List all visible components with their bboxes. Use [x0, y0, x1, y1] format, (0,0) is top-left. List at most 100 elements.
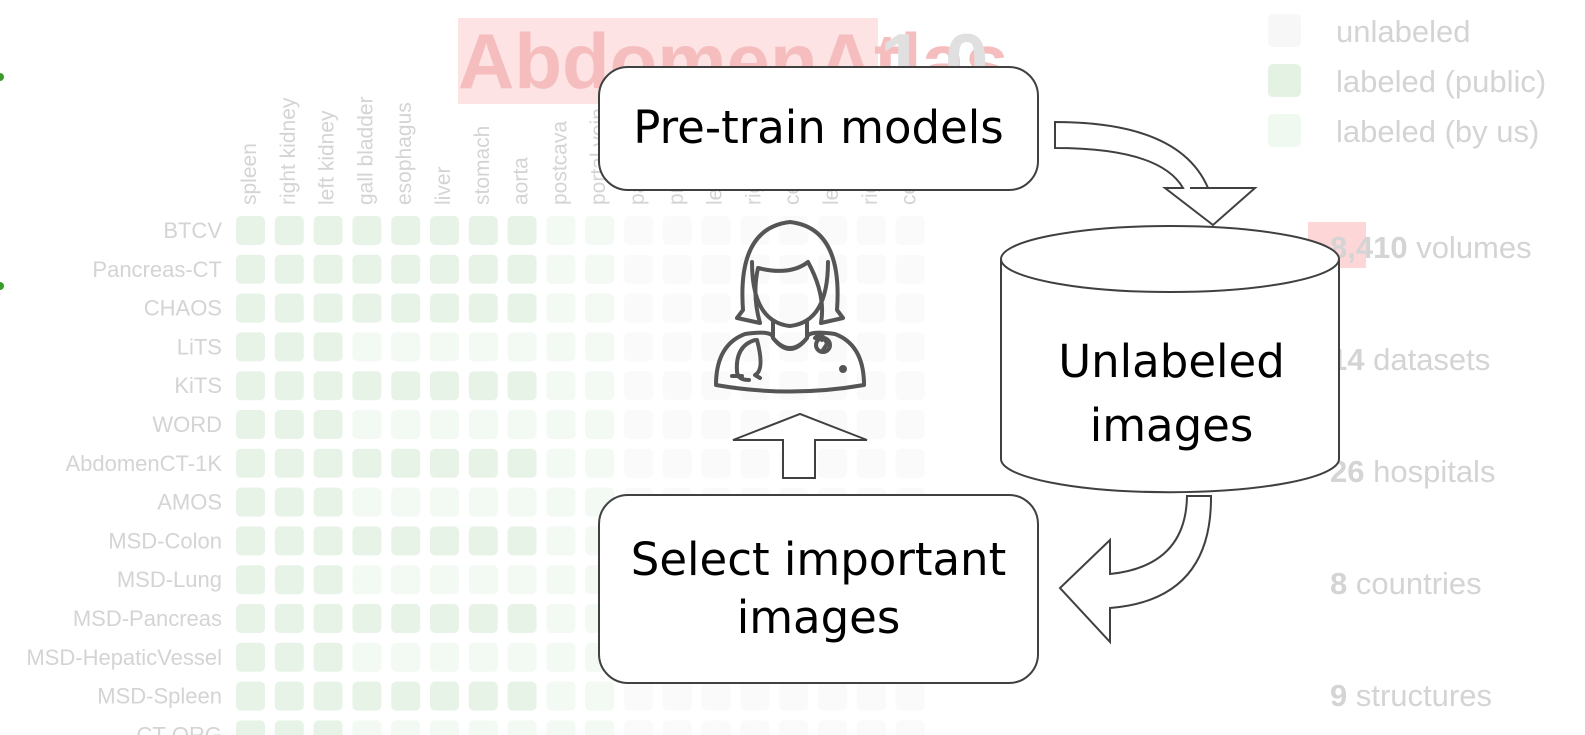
- stat-label: volumes: [1408, 230, 1532, 265]
- matrix-cell: [507, 293, 537, 323]
- matrix-cell: [313, 254, 343, 284]
- matrix-cell: [236, 371, 265, 401]
- matrix-cell: [352, 565, 382, 595]
- dataset-label: Pancreas-CT: [92, 257, 222, 282]
- matrix-cell: [546, 293, 576, 323]
- matrix-cell: [313, 604, 343, 633]
- matrix-cell: [895, 448, 925, 478]
- organ-label: aorta: [510, 157, 533, 205]
- matrix-cell: [895, 332, 925, 362]
- dataset-label: AMOS: [157, 490, 222, 515]
- organ-label: right kidney: [277, 97, 300, 205]
- organ-label: stomach: [471, 126, 494, 205]
- matrix-cell: [856, 216, 886, 245]
- matrix-cell: [236, 720, 265, 735]
- matrix-cell: [818, 720, 847, 735]
- matrix-cell: [468, 332, 498, 362]
- database-cylinder: [1000, 225, 1340, 494]
- matrix-cell: [585, 216, 615, 245]
- matrix-cell: [274, 565, 304, 595]
- matrix-cell: [585, 371, 615, 401]
- unlabeled-line-2: images: [1089, 398, 1254, 452]
- matrix-cell: [391, 293, 421, 323]
- stat-label: countries: [1347, 566, 1481, 601]
- stat-label: datasets: [1364, 342, 1490, 377]
- matrix-cell: [468, 720, 498, 735]
- matrix-cell: [895, 293, 925, 323]
- matrix-cell: [624, 720, 653, 735]
- matrix-cell: [352, 487, 382, 517]
- matrix-cell: [274, 526, 304, 556]
- matrix-cell: [274, 216, 304, 245]
- unlabeled-images-label: Unlabeled images: [1003, 330, 1340, 458]
- matrix-cell: [430, 371, 459, 401]
- matrix-cell: [624, 254, 653, 284]
- matrix-cell: [507, 642, 537, 672]
- matrix-cell: [430, 254, 459, 284]
- stat-value: 8,410: [1330, 230, 1408, 265]
- matrix-cell: [391, 487, 421, 517]
- organ-label: gall bladder: [354, 96, 377, 205]
- matrix-cell: [856, 254, 886, 284]
- matrix-cell: [701, 254, 731, 284]
- matrix-cell: [391, 526, 421, 556]
- curved-arrow-icon: [1054, 120, 1258, 227]
- matrix-cell: [779, 371, 809, 401]
- matrix-cell: [856, 293, 886, 323]
- matrix-cell: [468, 526, 498, 556]
- matrix-cell: [507, 216, 537, 245]
- matrix-cell: [740, 448, 770, 478]
- dataset-label: KiTS: [174, 373, 222, 398]
- label-matrix: [236, 216, 925, 735]
- matrix-cell: [313, 410, 343, 439]
- stat-value: 9: [1330, 678, 1347, 713]
- matrix-cell: [507, 410, 537, 439]
- dataset-label: LiTS: [177, 334, 222, 359]
- matrix-cell: [274, 681, 304, 711]
- matrix-cell: [274, 720, 304, 735]
- matrix-cell: [391, 565, 421, 595]
- matrix-cell: [895, 681, 925, 711]
- matrix-cell: [779, 681, 809, 711]
- matrix-cell: [468, 681, 498, 711]
- matrix-cell: [313, 371, 343, 401]
- matrix-cell: [468, 448, 498, 478]
- matrix-cell: [507, 565, 537, 595]
- matrix-cell: [352, 371, 382, 401]
- matrix-cell: [895, 410, 925, 439]
- matrix-cell: [236, 526, 265, 556]
- matrix-cell: [352, 642, 382, 672]
- matrix-cell: [546, 720, 576, 735]
- matrix-cell: [895, 254, 925, 284]
- matrix-cell: [507, 681, 537, 711]
- matrix-cell: [507, 332, 537, 362]
- matrix-cell: [430, 642, 459, 672]
- matrix-cell: [352, 681, 382, 711]
- matrix-cell: [546, 526, 576, 556]
- matrix-cell: [507, 448, 537, 478]
- matrix-cell: [313, 642, 343, 672]
- stat-item: 26 hospitals: [1330, 454, 1495, 489]
- matrix-cell: [391, 371, 421, 401]
- matrix-cell: [468, 410, 498, 439]
- matrix-cell: [430, 681, 459, 711]
- matrix-cell: [352, 720, 382, 735]
- matrix-cell: [236, 410, 265, 439]
- select-line-2: images: [736, 591, 901, 644]
- matrix-cell: [546, 216, 576, 245]
- stat-item: 9 structures: [1330, 678, 1492, 713]
- dataset-label: MSD-Lung: [117, 567, 222, 592]
- matrix-cell: [236, 254, 265, 284]
- matrix-cell: [740, 332, 770, 362]
- matrix-cell: [391, 410, 421, 439]
- matrix-cell: [701, 216, 731, 245]
- matrix-cell: [313, 681, 343, 711]
- matrix-cell: [546, 332, 576, 362]
- stat-label: structures: [1347, 678, 1492, 713]
- matrix-cell: [274, 642, 304, 672]
- matrix-cell: [236, 293, 265, 323]
- matrix-cell: [236, 216, 265, 245]
- matrix-cell: [546, 254, 576, 284]
- matrix-cell: [468, 254, 498, 284]
- legend-label: labeled (by us): [1336, 114, 1539, 149]
